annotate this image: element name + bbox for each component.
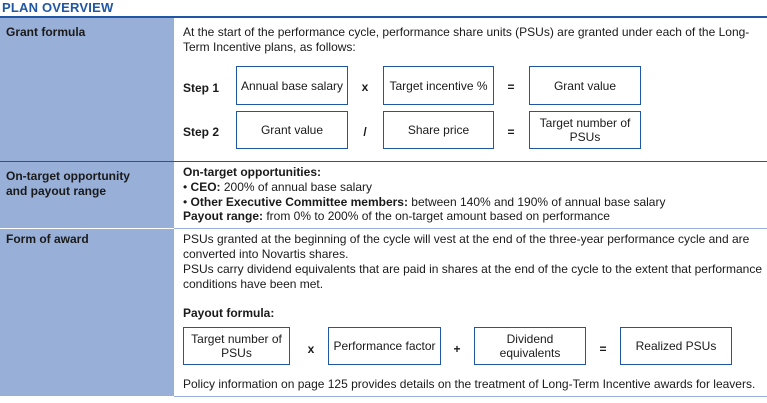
realized-psus-box: Realized PSUs (620, 327, 732, 365)
opportunity-row: On-target opportunity and payout range O… (0, 162, 767, 228)
opportunity-label: On-target opportunity and payout range (0, 162, 174, 228)
ecn-label: Other Executive Committee members: (190, 195, 408, 209)
step2-grant-value-box: Grant value (236, 111, 348, 149)
bullet: • (183, 195, 191, 209)
award-row: Form of award PSUs granted at the beginn… (0, 229, 767, 396)
ecn-line: • Other Executive Committee members: bet… (183, 195, 767, 210)
plus-op: + (453, 342, 461, 356)
grant-formula-label: Grant formula (0, 18, 174, 161)
step1-equals-op: = (507, 80, 515, 94)
grant-formula-content: At the start of the performance cycle, p… (183, 18, 767, 161)
payout-label: Payout range: (183, 209, 264, 223)
bottom-rule (174, 396, 767, 397)
ceo-label: CEO: (190, 180, 221, 194)
opportunity-content: On-target opportunities: • CEO: 200% of … (183, 162, 767, 228)
award-para1: PSUs granted at the beginning of the cyc… (183, 232, 750, 261)
equals-op: = (599, 342, 607, 356)
payout-line: Payout range: from 0% to 200% of the on-… (183, 209, 767, 224)
ceo-line: • CEO: 200% of annual base salary (183, 180, 767, 195)
target-psus-box: Target number of PSUs (183, 327, 290, 365)
title-rule (0, 16, 767, 18)
payout-text: from 0% to 200% of the on-target amount … (263, 209, 610, 223)
page-title: PLAN OVERVIEW (2, 0, 114, 15)
payout-formula-heading: Payout formula: (183, 306, 275, 320)
grant-formula-row: Grant formula At the start of the perfor… (0, 18, 767, 161)
grant-intro: At the start of the performance cycle, p… (183, 25, 750, 54)
bullet: • (183, 180, 191, 194)
opportunity-heading: On-target opportunities: (183, 165, 321, 179)
ceo-text: 200% of annual base salary (220, 180, 372, 194)
step1-label: Step 1 (183, 81, 220, 95)
step1-grant-value-box: Grant value (529, 66, 641, 105)
row-separator (0, 161, 767, 162)
step1-annual-salary-box: Annual base salary (236, 66, 348, 105)
award-para2: PSUs carry dividend equivalents that are… (183, 262, 762, 291)
step1-target-incentive-box: Target incentive % (383, 66, 494, 105)
performance-factor-box: Performance factor (328, 327, 441, 365)
step2-target-psus-box: Target number of PSUs (529, 111, 641, 149)
award-content: PSUs granted at the beginning of the cyc… (183, 229, 767, 396)
multiply-op: x (307, 342, 315, 356)
step2-label: Step 2 (183, 125, 220, 139)
step2-equals-op: = (507, 125, 515, 139)
dividend-equivalents-box: Dividend equivalents (474, 327, 586, 365)
step1-multiply-op: x (361, 80, 369, 94)
award-footer: Policy information on page 125 provides … (183, 377, 756, 391)
step2-share-price-box: Share price (383, 111, 494, 149)
ecn-text: between 140% and 190% of annual base sal… (407, 195, 666, 209)
award-label: Form of award (0, 229, 174, 396)
row-separator (174, 228, 767, 229)
step2-divide-op: / (363, 125, 367, 139)
